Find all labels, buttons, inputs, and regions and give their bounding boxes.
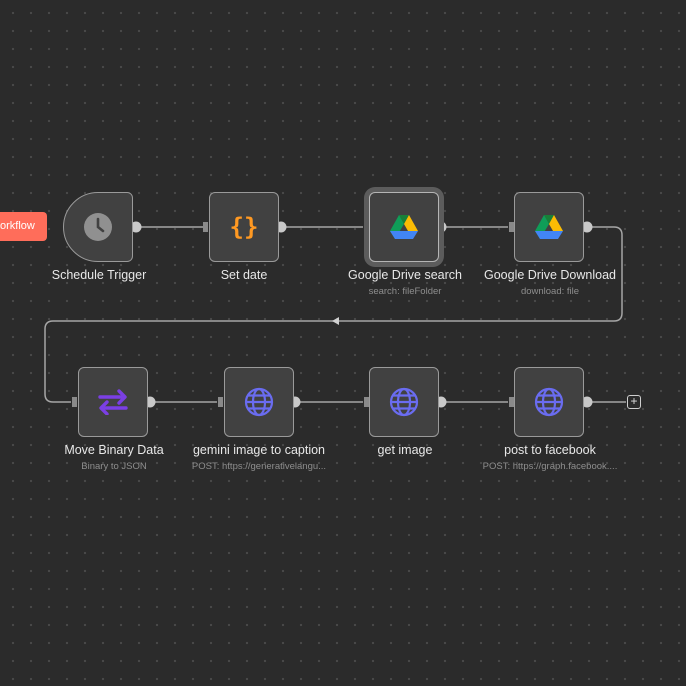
node-subtitle-post-to-facebook: POST: https://graph.facebook.... — [482, 461, 618, 472]
workflow-badge[interactable]: orkflow — [0, 212, 47, 241]
node-google-drive-download[interactable] — [514, 192, 584, 262]
node-label-google-drive-download: Google Drive Download — [483, 268, 616, 282]
globe-icon — [389, 387, 419, 417]
connection-get-image-to-facebook[interactable] — [441, 397, 514, 407]
node-label-set-date: Set date — [220, 268, 268, 282]
node-label-post-to-facebook: post to facebook — [504, 443, 596, 457]
output-handle[interactable] — [130, 221, 142, 233]
node-gemini-image-to-caption[interactable] — [224, 367, 294, 437]
connection-schedule-to-set[interactable] — [136, 222, 208, 232]
node-subtitle-gemini-image-to-caption: POST: https://generativelangu... — [191, 461, 327, 472]
node-post-to-facebook[interactable] — [514, 367, 584, 437]
node-get-image[interactable] — [369, 367, 439, 437]
node-label-get-image: get image — [377, 443, 433, 457]
google-drive-icon — [390, 214, 418, 239]
connection-drive-search-to-download[interactable] — [441, 222, 514, 232]
globe-icon — [534, 387, 564, 417]
node-schedule-trigger[interactable] — [63, 192, 133, 262]
connection-move-binary-to-gemini[interactable] — [150, 397, 223, 407]
node-label-google-drive-search: Google Drive search — [348, 268, 462, 282]
google-drive-icon — [535, 214, 563, 239]
node-subtitle-google-drive-download: download: file — [520, 286, 580, 297]
output-handle[interactable] — [581, 396, 593, 408]
connection-gemini-to-get-image[interactable] — [295, 397, 369, 407]
node-label-move-binary-data: Move Binary Data — [64, 443, 164, 457]
output-handle[interactable] — [581, 221, 593, 233]
node-move-binary-data[interactable] — [78, 367, 148, 437]
connection-set-to-drive-search[interactable] — [281, 222, 369, 232]
connection-download-to-move-binary[interactable] — [44, 226, 623, 407]
node-subtitle-google-drive-search: search: fileFolder — [368, 286, 442, 297]
node-subtitle-move-binary-data: Binary to JSON — [81, 461, 147, 472]
node-google-drive-search[interactable] — [369, 192, 439, 262]
node-label-gemini-image-to-caption: gemini image to caption — [192, 443, 326, 457]
braces-icon: {} — [229, 213, 259, 241]
add-node-button[interactable]: + — [627, 395, 641, 409]
swap-arrows-icon — [98, 389, 128, 415]
node-label-schedule-trigger: Schedule Trigger — [51, 268, 147, 282]
globe-icon — [244, 387, 274, 417]
node-set-date[interactable]: {} — [209, 192, 279, 262]
clock-icon — [84, 213, 112, 241]
